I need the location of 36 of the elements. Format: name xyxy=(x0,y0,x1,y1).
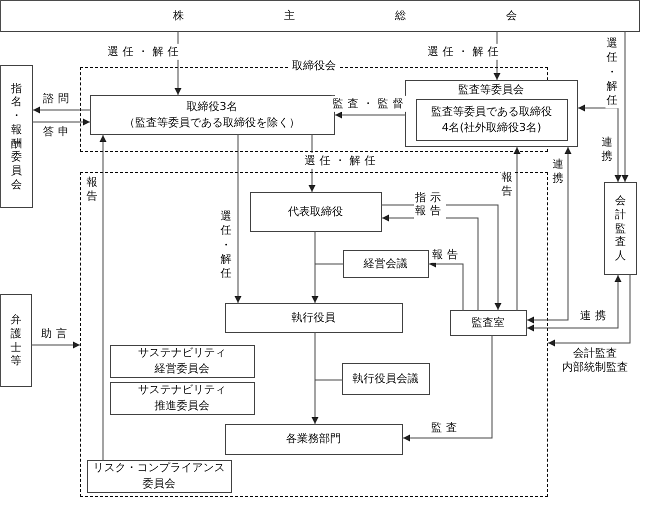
meeting-box: 株主総会 xyxy=(0,0,640,32)
org-box: リスク・コンプライアンス委員会 xyxy=(86,460,232,492)
edge-label: 報告 xyxy=(414,202,446,220)
arrow xyxy=(334,112,406,118)
org-box: 弁護士等 xyxy=(0,294,32,387)
dashed-group-box xyxy=(80,172,548,497)
arrow xyxy=(234,134,242,304)
org-box: 各業務部門 xyxy=(224,424,402,454)
arrow xyxy=(32,106,90,114)
arrow xyxy=(402,336,492,442)
arrow xyxy=(578,104,622,182)
arrow xyxy=(526,146,572,324)
org-box: 指名・報酬委員会 xyxy=(0,65,33,208)
org-box: 代表取締役 xyxy=(250,192,382,232)
org-box: サステナビリティ経営委員会 xyxy=(110,344,254,378)
arrow xyxy=(514,146,520,310)
arrow xyxy=(428,260,464,310)
arrow xyxy=(548,274,630,346)
arrow xyxy=(100,134,106,460)
org-box: 経営会議 xyxy=(342,250,428,278)
connector-line xyxy=(314,232,344,264)
committee-box xyxy=(404,80,578,146)
org-box: 会計監査人 xyxy=(604,182,637,275)
arrow xyxy=(622,32,628,182)
edge-label: 監査・監督 xyxy=(332,96,408,112)
arrow xyxy=(32,118,90,126)
org-box: 執行役員会議 xyxy=(342,362,430,394)
edge-label: 選任・解任 xyxy=(606,35,618,109)
arrow xyxy=(32,342,80,348)
org-box: 監査室 xyxy=(450,310,526,336)
org-box: 監査等委員である取締役4名(社外取締役3名) xyxy=(416,98,568,140)
arrow xyxy=(526,274,622,332)
org-box: 取締役3名（監査等委員である取締役を除く） xyxy=(90,94,334,134)
org-box: 執行役員 xyxy=(224,302,402,332)
org-box: サステナビリティ推進委員会 xyxy=(110,382,254,414)
connector-line xyxy=(314,332,342,380)
